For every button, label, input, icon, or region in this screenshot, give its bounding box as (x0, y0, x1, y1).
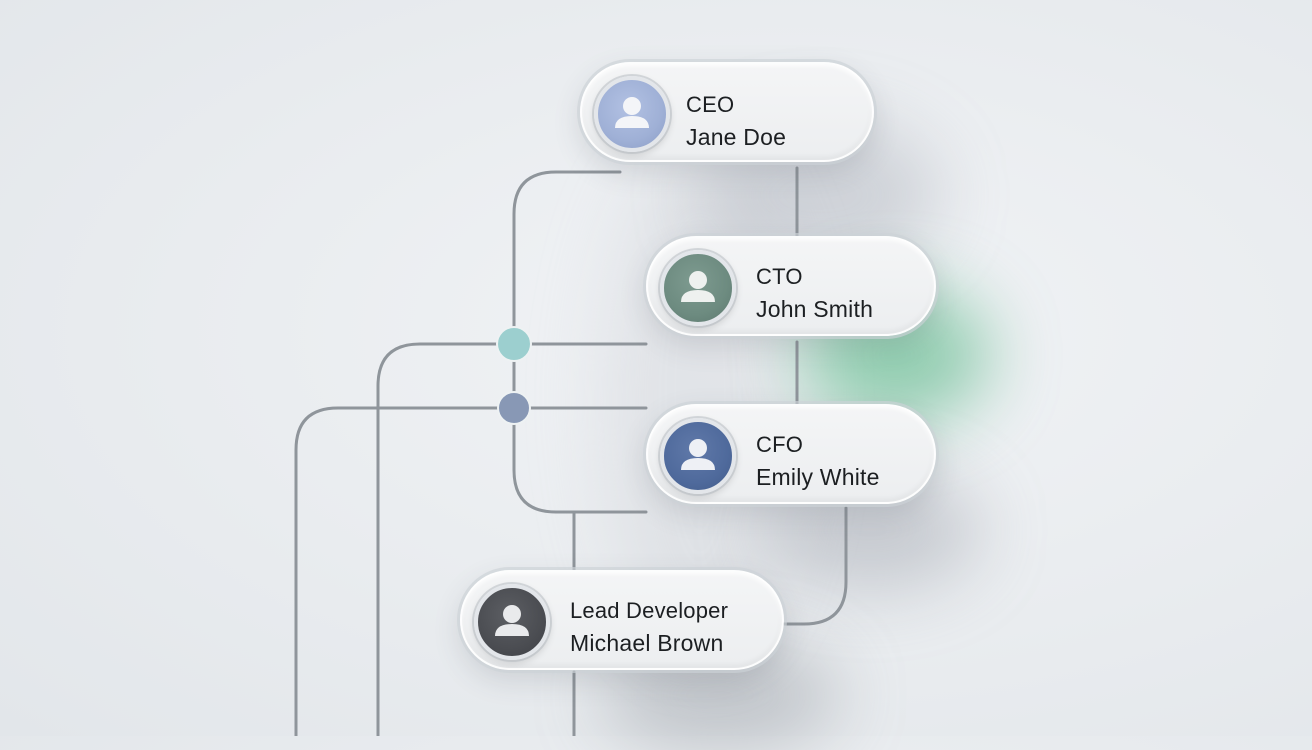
org-node-cto[interactable]: CTO John Smith (646, 236, 936, 336)
node-name: Michael Brown (570, 630, 724, 656)
user-icon (495, 605, 529, 636)
node-name: John Smith (756, 296, 874, 322)
user-icon (681, 271, 715, 302)
junction-dot-teal (496, 326, 532, 362)
org-node-cfo[interactable]: CFO Emily White (646, 404, 936, 504)
org-node-ceo[interactable]: CEO Jane Doe (580, 62, 874, 162)
node-role: CTO (756, 264, 803, 289)
junction-dot-slate (497, 391, 531, 425)
avatar (474, 584, 550, 660)
node-name: Jane Doe (686, 124, 787, 150)
connector-cfo-lead (782, 506, 848, 626)
avatar (594, 76, 670, 152)
org-node-lead-developer[interactable]: Lead Developer Michael Brown (460, 570, 784, 670)
node-role: Lead Developer (570, 598, 729, 623)
connector-ceo-loop (512, 170, 648, 514)
node-name: Emily White (756, 464, 880, 490)
node-role: CFO (756, 432, 804, 457)
user-icon (615, 97, 649, 128)
user-icon (681, 439, 715, 470)
connector-branch-1 (376, 342, 648, 736)
connector-branch-2 (294, 406, 648, 736)
avatar (660, 250, 736, 326)
node-role: CEO (686, 92, 735, 117)
avatar (660, 418, 736, 494)
